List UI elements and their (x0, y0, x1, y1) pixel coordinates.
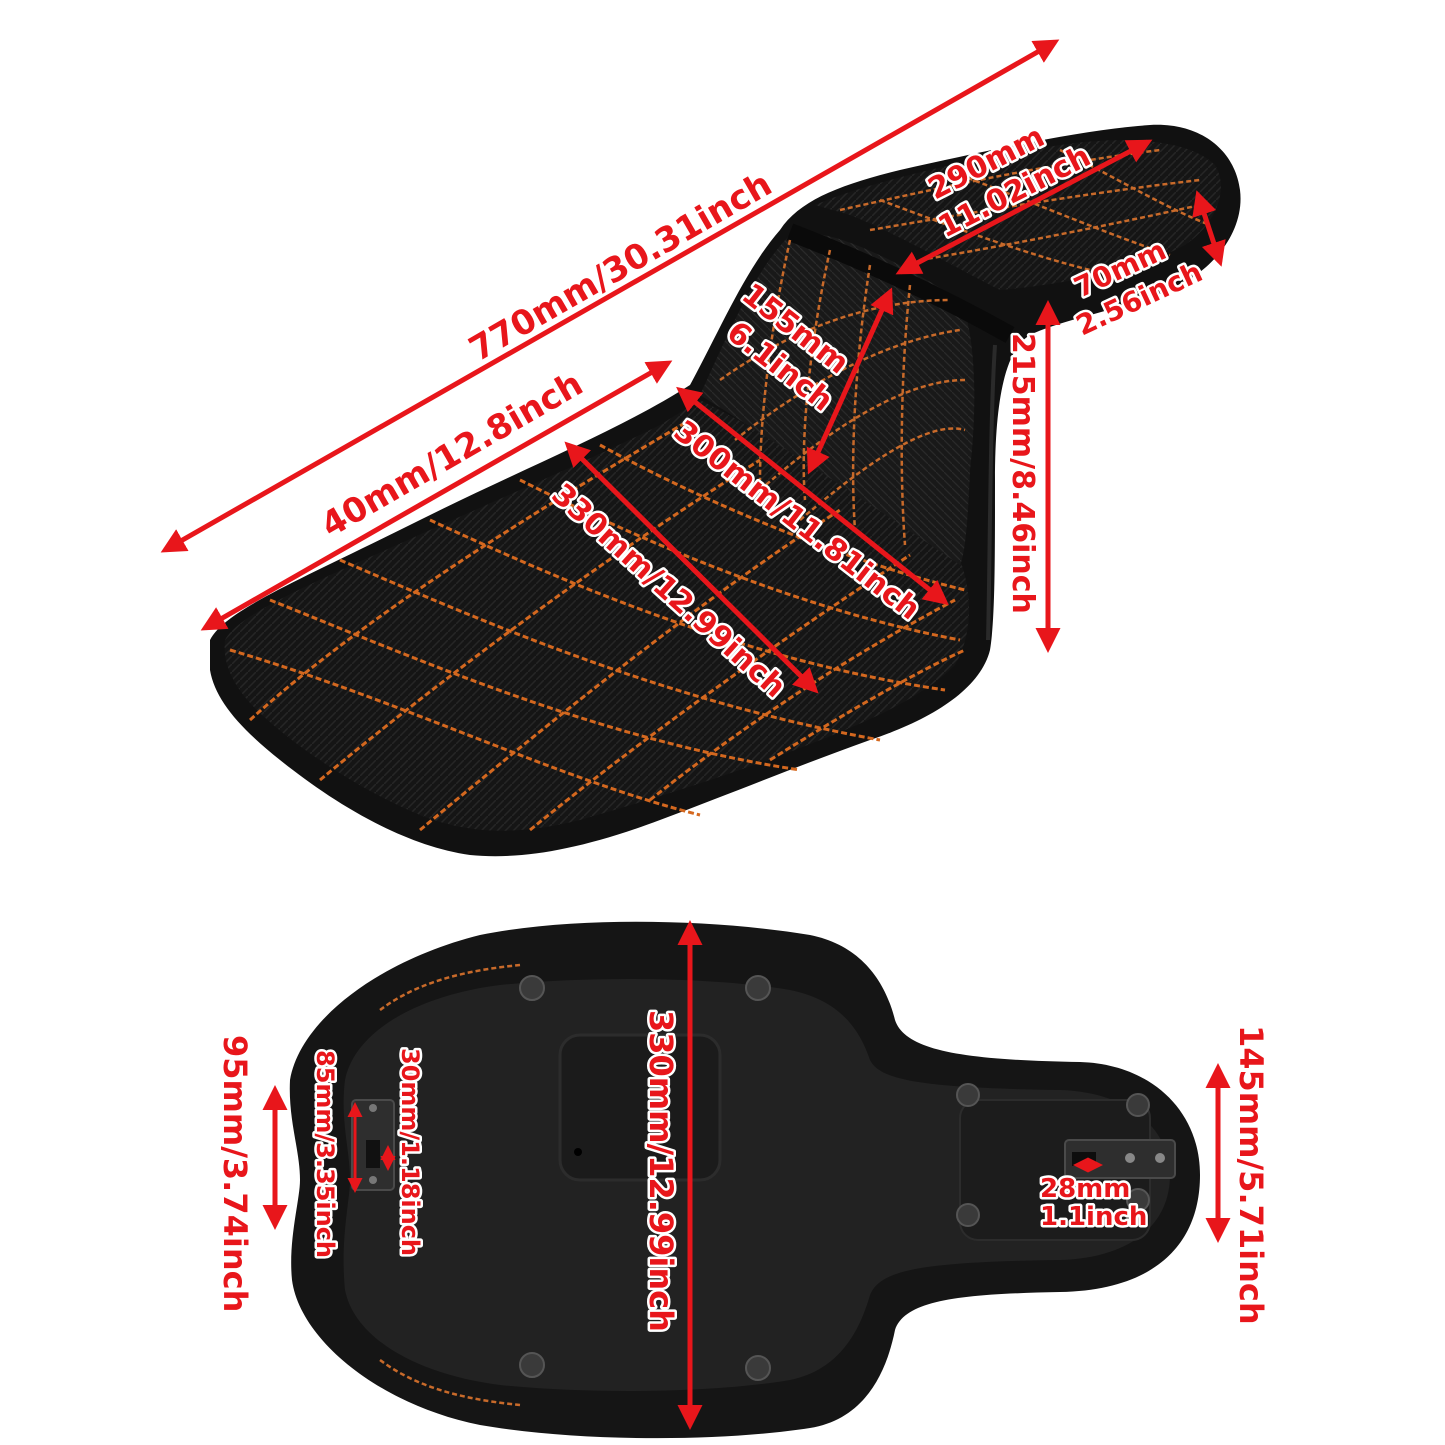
mount-slot-label: 30mm/1.18inch (396, 1048, 424, 1256)
rear-tab-mm-label: 28mm (1040, 1174, 1130, 1204)
mid-width-label: 215mm/8.46inch (1005, 333, 1040, 614)
mount-length-label: 85mm/3.35inch (311, 1050, 339, 1258)
bottom-dimensions: 95mm/3.74inch 85mm/3.35inch 30mm/1.18inc… (214, 920, 1273, 1430)
rear-width-arrow (895, 139, 1153, 275)
edge-stitching-2 (379, 1358, 521, 1407)
rear-mount-bracket (1064, 1139, 1176, 1179)
front-mount-bracket (351, 1099, 395, 1191)
base-plate (343, 978, 1171, 1392)
rear-width-label-bottom: 145mm/5.71inch (1232, 1025, 1270, 1325)
mounting-studs (519, 975, 1150, 1381)
base-panel (558, 1033, 722, 1182)
rear-tab-in-label: 1.1inch (1040, 1202, 1147, 1232)
rear-height-arrow (1192, 190, 1226, 267)
base-width-label: 330mm/12.99inch (642, 1010, 680, 1332)
rider-width-arrow (564, 441, 819, 694)
front-height-label: 95mm/3.74inch (216, 1035, 254, 1312)
edge-stitching (379, 963, 521, 1012)
front-length-arrow (200, 360, 673, 631)
